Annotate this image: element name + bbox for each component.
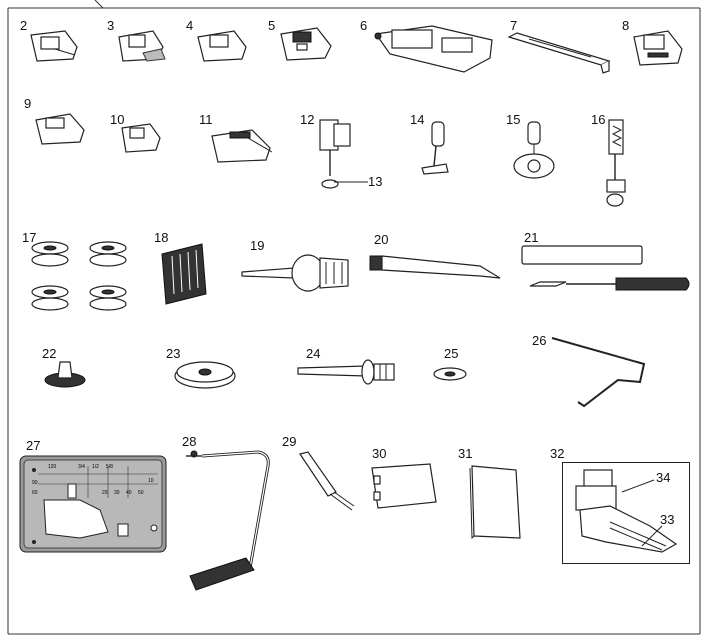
label-4: 4 — [186, 18, 194, 33]
foot-12-icon — [319, 119, 351, 189]
plate-mark-5-8: 5/8 — [106, 464, 113, 470]
quilting-guide-icon — [551, 337, 646, 408]
label-17: 17 — [22, 230, 37, 245]
label-27: 27 — [26, 438, 41, 453]
foot-3-icon — [118, 30, 166, 62]
foot-5-icon — [280, 27, 332, 61]
label-26: 26 — [532, 333, 547, 348]
label-32: 32 — [550, 446, 565, 461]
label-23: 23 — [166, 346, 181, 361]
label-30: 30 — [372, 446, 387, 461]
spool-pin-icon — [297, 359, 395, 385]
pointer-34-icon — [621, 479, 655, 493]
label-24: 24 — [306, 346, 321, 361]
plate-mark-50: 50 — [138, 490, 144, 496]
foot-16-icon — [606, 119, 626, 207]
guide-7-icon — [507, 32, 611, 74]
plate-mark-3-4: 3/4 — [78, 464, 85, 470]
label-11: 11 — [199, 112, 213, 127]
label-20: 20 — [374, 232, 389, 247]
label-28: 28 — [182, 434, 197, 449]
label-34: 34 — [656, 470, 671, 485]
plate-mark-90: 90 — [32, 480, 38, 486]
foot-15-icon — [513, 121, 555, 179]
bobbins-icon — [31, 241, 127, 311]
label-18: 18 — [154, 230, 169, 245]
plate-mark-10: 10 — [148, 478, 154, 484]
foot-2-icon — [30, 30, 78, 62]
label-3: 3 — [107, 18, 115, 33]
spool-cap-small-icon — [44, 361, 86, 388]
accessory-case-icon — [371, 463, 437, 509]
pointer-33-icon — [641, 525, 663, 547]
foot-6-icon — [374, 25, 493, 73]
foot-11-icon — [211, 129, 273, 163]
screwdriver-icon — [241, 254, 349, 292]
label-21: 21 — [524, 230, 539, 245]
plate-mark-120: 120 — [48, 464, 57, 470]
needle-pack-icon — [161, 243, 207, 305]
label-29: 29 — [282, 434, 297, 449]
needle-plate-icon: 120 3/4 1/2 5/8 10 20 30 40 50 60 90 — [19, 455, 167, 553]
label-6: 6 — [360, 18, 368, 33]
lint-brush-icon — [369, 255, 501, 279]
foot-9-icon — [35, 113, 85, 145]
label-15: 15 — [506, 112, 521, 127]
label-16: 16 — [591, 112, 606, 127]
twin-needle-icon — [299, 451, 355, 511]
label-2: 2 — [20, 18, 28, 33]
label-9: 9 — [24, 96, 32, 111]
label-7: 7 — [510, 18, 518, 33]
seam-ripper-icon — [521, 245, 690, 291]
label-19: 19 — [250, 238, 265, 253]
label-13: 13 — [368, 174, 383, 189]
knee-lifter-icon — [186, 450, 270, 591]
plate-mark-1-2: 1/2 — [92, 464, 99, 470]
pointer-13-icon — [334, 181, 368, 183]
label-10: 10 — [110, 112, 125, 127]
walking-foot-icon — [575, 469, 678, 553]
label-12: 12 — [300, 112, 315, 127]
plate-mark-60: 60 — [32, 490, 38, 496]
foot-4-icon — [197, 30, 247, 62]
foot-8-icon — [633, 30, 683, 66]
spool-cap-large-icon — [174, 361, 236, 389]
foot-14-icon — [421, 121, 449, 175]
plate-mark-20: 20 — [102, 490, 108, 496]
plate-mark-30: 30 — [114, 490, 120, 496]
label-22: 22 — [42, 346, 57, 361]
plate-mark-40: 40 — [126, 490, 132, 496]
label-31: 31 — [458, 446, 473, 461]
label-33: 33 — [660, 512, 675, 527]
label-25: 25 — [444, 346, 459, 361]
label-14: 14 — [410, 112, 425, 127]
label-5: 5 — [268, 18, 276, 33]
foot-10-icon — [121, 123, 161, 153]
spool-felt-icon — [433, 367, 467, 381]
label-8: 8 — [622, 18, 630, 33]
instruction-book-icon — [469, 465, 521, 540]
